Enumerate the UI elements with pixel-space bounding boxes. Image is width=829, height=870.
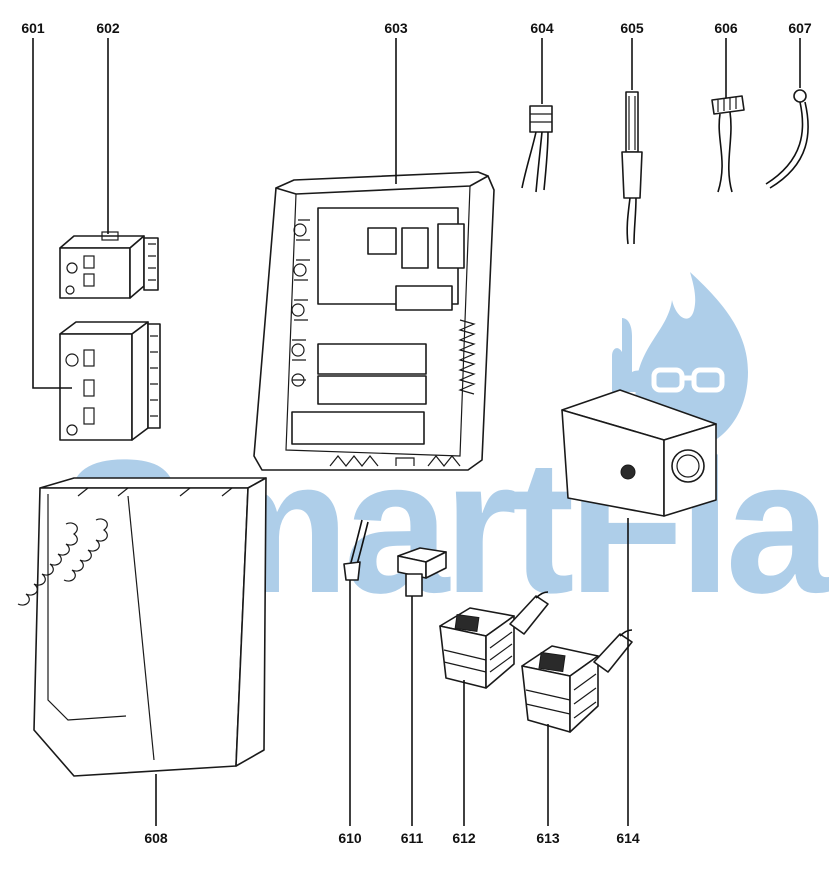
label-614: 614 — [616, 830, 640, 846]
label-611: 611 — [401, 830, 424, 846]
part-labels: 601 602 603 604 605 606 607 608 610 611 … — [21, 20, 812, 846]
label-607: 607 — [788, 20, 812, 36]
part-605-sensor-probe — [621, 91, 643, 245]
label-605: 605 — [620, 20, 644, 36]
leader-601 — [32, 38, 72, 389]
part-607-ground-lead — [765, 89, 809, 189]
part-614-reset-button-unit — [561, 389, 717, 517]
part-601-connector-plug — [59, 321, 161, 441]
label-612: 612 — [452, 830, 476, 846]
part-602-connector-plug — [59, 231, 159, 299]
leader-lines — [32, 38, 801, 826]
label-601: 601 — [21, 20, 45, 36]
part-603-control-unit-base — [253, 171, 495, 471]
label-610: 610 — [338, 830, 362, 846]
part-608-housing-cover — [17, 477, 267, 777]
part-606-wire-clip — [711, 95, 745, 193]
label-613: 613 — [536, 830, 560, 846]
label-604: 604 — [530, 20, 554, 36]
label-608: 608 — [144, 830, 168, 846]
part-613-valve-connector — [521, 629, 633, 733]
part-610-wire-bridge — [343, 519, 369, 581]
part-604-wire-connector — [521, 105, 553, 193]
part-612-valve-connector — [439, 591, 549, 689]
part-611-small-plug — [397, 547, 447, 597]
watermark-flame-logo — [612, 272, 748, 448]
label-606: 606 — [714, 20, 738, 36]
label-603: 603 — [384, 20, 408, 36]
label-602: 602 — [96, 20, 120, 36]
